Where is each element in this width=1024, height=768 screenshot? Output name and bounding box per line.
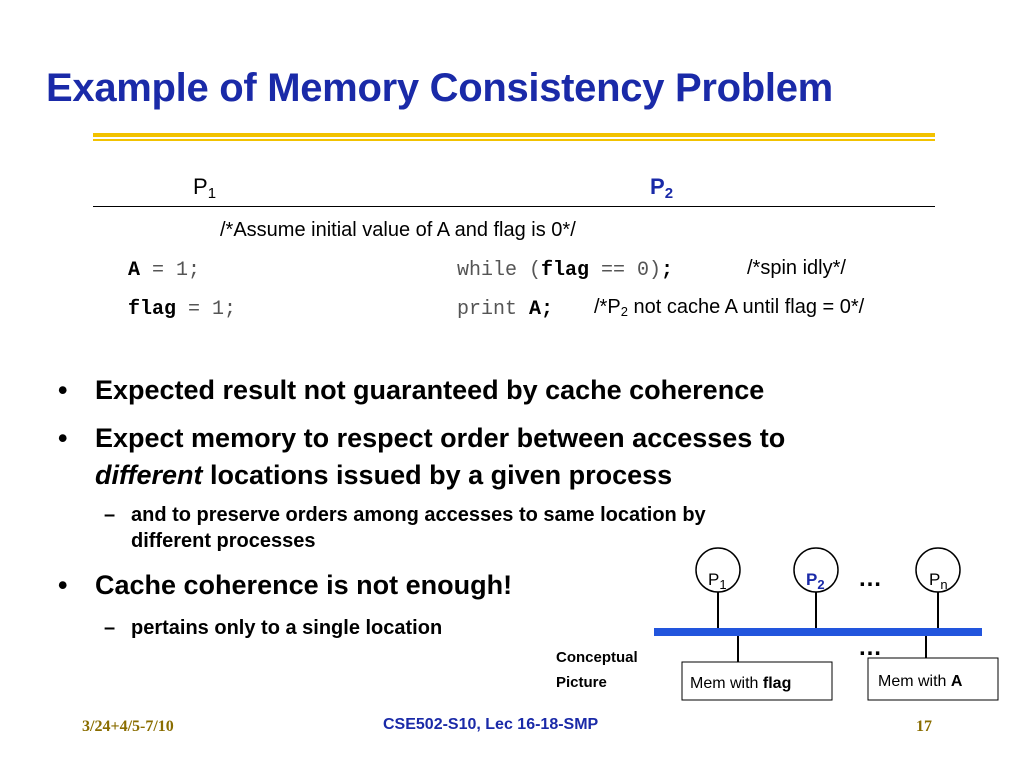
conceptual-picture-diagram: P1 P2 Pn … … Conceptual Picture Mem with… bbox=[556, 547, 999, 701]
sub-bullet-text: and to preserve orders among accesses to… bbox=[131, 504, 706, 526]
mem-with-flag-box bbox=[681, 661, 833, 701]
spin-comment: /*spin idly*/ bbox=[747, 257, 846, 279]
title-underline-thin bbox=[93, 139, 935, 141]
footer-page-number: 17 bbox=[916, 718, 932, 735]
processor-ellipsis: … bbox=[858, 565, 882, 592]
mem-with-a-box bbox=[867, 657, 999, 701]
code-line-while-loop: while (flag == 0); bbox=[457, 259, 674, 282]
conceptual-label: Conceptual bbox=[556, 649, 638, 666]
memory-ellipsis: … bbox=[858, 634, 882, 661]
processor-p1-node bbox=[695, 547, 741, 593]
picture-label: Picture bbox=[556, 674, 607, 691]
bullet-text: Expected result not guaranteed by cache … bbox=[95, 375, 765, 405]
processor-pn-label: Pn bbox=[929, 570, 948, 592]
sub-bullet-text: pertains only to a single location bbox=[131, 617, 443, 639]
slide-title: Example of Memory Consistency Problem bbox=[46, 66, 833, 110]
sub-bullet-marker: – bbox=[104, 617, 116, 639]
processor-pn-node bbox=[915, 547, 961, 593]
code-header-rule bbox=[93, 206, 935, 207]
footer-date: 3/24+4/5-7/10 bbox=[82, 718, 174, 735]
processor-p1-label: P1 bbox=[708, 570, 727, 592]
bullet-marker: • bbox=[58, 375, 68, 405]
footer-course: CSE502-S10, Lec 16-18-SMP bbox=[383, 716, 599, 733]
bullet-marker: • bbox=[58, 570, 68, 600]
sub-bullet-text-continued: different processes bbox=[131, 530, 316, 552]
mem-with-flag-label: Mem with flag bbox=[690, 675, 791, 692]
p1-column-header: P1 bbox=[193, 174, 217, 202]
mem-with-a-label: Mem with A bbox=[878, 673, 963, 690]
bullet-text: Cache coherence is not enough! bbox=[95, 570, 513, 600]
cache-comment: /*P2 not cache A until flag = 0*/ bbox=[594, 296, 865, 319]
code-line-print: print A; bbox=[457, 298, 554, 321]
interconnect-bus bbox=[654, 628, 982, 636]
processor-p2-node bbox=[793, 547, 839, 593]
code-line-a-assign: A = 1; bbox=[128, 259, 201, 282]
code-line-flag-assign: flag = 1; bbox=[128, 298, 237, 321]
bullet-marker: • bbox=[58, 423, 68, 453]
p2-column-header: P2 bbox=[650, 174, 674, 202]
assume-comment: /*Assume initial value of A and flag is … bbox=[220, 219, 576, 241]
bullet-text: Expect memory to respect order between a… bbox=[95, 423, 786, 453]
title-underline-thick bbox=[93, 133, 935, 137]
processor-p2-label: P2 bbox=[806, 570, 825, 592]
sub-bullet-marker: – bbox=[104, 504, 116, 526]
bullet-text-continued: different locations issued by a given pr… bbox=[95, 460, 673, 490]
